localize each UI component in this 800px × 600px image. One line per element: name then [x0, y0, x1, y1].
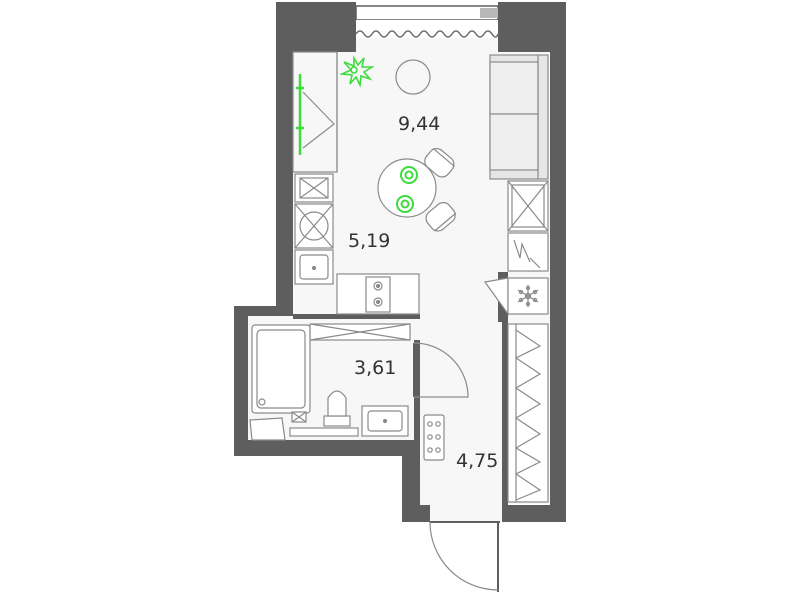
wall-bottom-entry-left: [402, 505, 430, 522]
dining-table: [377, 158, 437, 218]
wall-right: [550, 2, 566, 522]
wall-bottom-right: [502, 505, 566, 522]
window-glass: [480, 8, 498, 18]
bath-box: [291, 411, 307, 423]
chair-bottom: [425, 202, 457, 232]
wall-left-upper: [276, 2, 293, 314]
hanging-bar: [296, 74, 304, 155]
wall-bathroom-right: [414, 340, 420, 440]
bathroom-door: [413, 342, 469, 398]
dishwasher: [294, 173, 334, 203]
wall-bathroom-top: [293, 314, 420, 319]
furniture-hallway: [423, 323, 549, 592]
toilet: [323, 390, 351, 427]
snowflake-icon: [517, 285, 539, 307]
area-labels: 9,44 5,19 3,61 4,75: [348, 113, 498, 472]
wardrobe-hallway: [507, 323, 549, 503]
washbasin: [361, 405, 409, 437]
furniture-bathroom: [249, 323, 469, 441]
lamp: [395, 59, 431, 95]
washing-machine: [294, 203, 334, 249]
wall-bottom-left: [234, 440, 404, 456]
tall-cabinet: [292, 51, 338, 173]
area-label-kitchen: 5,19: [348, 230, 390, 252]
wardrobe-upper: [507, 180, 549, 232]
wall-hallway-left: [402, 440, 420, 522]
electrical-panel: [423, 414, 445, 461]
cooktop: [365, 276, 391, 313]
area-label-living: 9,44: [398, 113, 440, 135]
kitchen-sink: [294, 249, 334, 285]
walls: [234, 2, 566, 522]
furniture-living: [377, 54, 549, 272]
area-label-bathroom: 3,61: [354, 357, 396, 379]
window-sill: [356, 20, 498, 38]
window-frame: [355, 5, 499, 21]
bathroom-shelf: [309, 323, 411, 341]
entrance-door: [429, 521, 500, 592]
chair-top: [424, 147, 455, 178]
wall-left-lower: [234, 306, 248, 456]
sofa: [489, 54, 549, 180]
area-label-hallway: 4,75: [456, 450, 498, 472]
laundry-basket: [249, 417, 286, 441]
towel-bar: [289, 427, 359, 437]
bathtub: [251, 324, 311, 414]
furniture-kitchen: [292, 51, 549, 316]
shoe-rack: [507, 232, 549, 272]
plant-icon: [338, 54, 375, 88]
wall-step: [234, 306, 293, 316]
plates: [396, 166, 418, 213]
curtain: [355, 30, 499, 38]
wall-storage-left: [502, 322, 508, 505]
window: [355, 5, 499, 38]
